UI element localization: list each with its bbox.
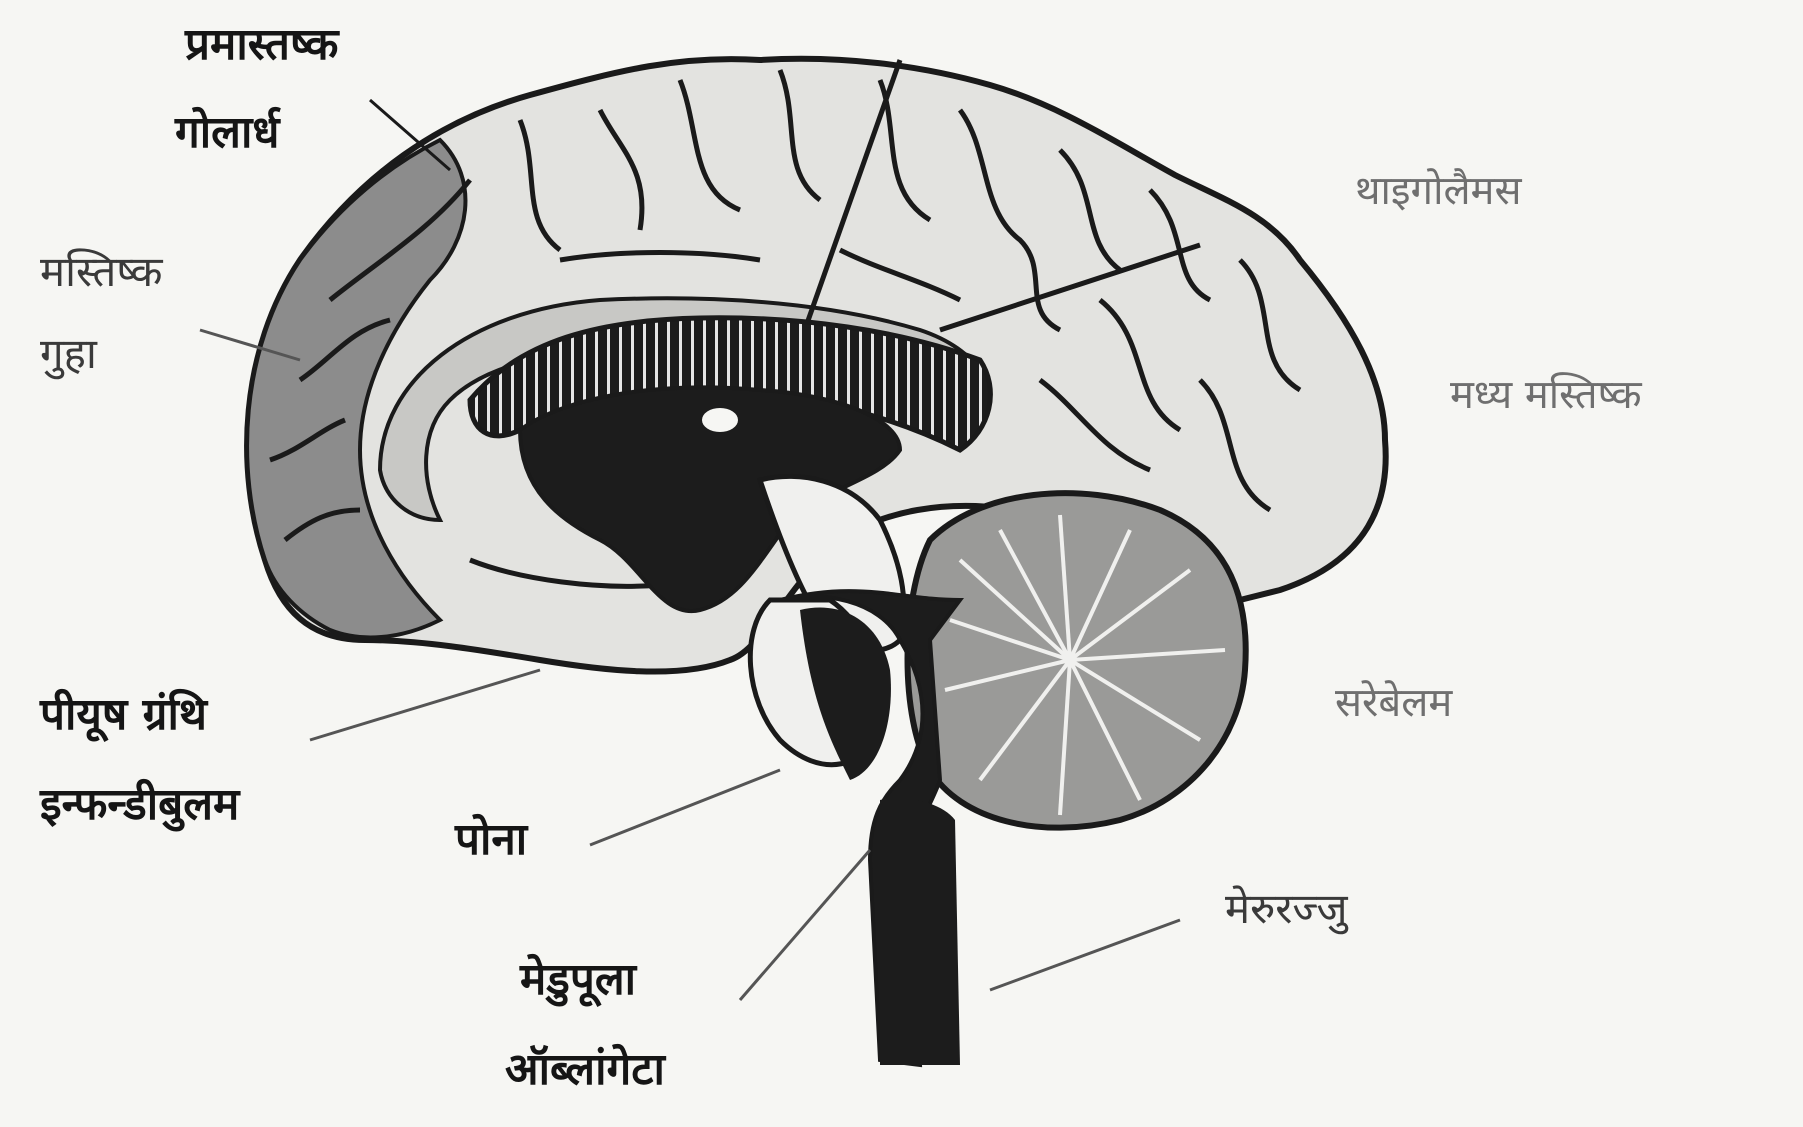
label-cerebral-hemisphere-2: गोलार्ध [175, 108, 279, 159]
label-medulla-1: मेडुपूला [520, 955, 636, 1006]
label-cerebellum: सरेबेलम [1335, 680, 1452, 726]
label-midbrain: मध्य मस्तिष्क [1450, 372, 1642, 418]
label-brain-cavity-2: गुहा [40, 330, 97, 378]
label-pituitary-1: पीयूष ग्रंथि [40, 690, 207, 741]
ventricle-highlight [702, 408, 738, 432]
label-pituitary-2: इन्फन्डीबुलम [40, 780, 239, 831]
label-pons: पोना [455, 815, 527, 866]
label-medulla-2: ऑब्लांगेटा [505, 1045, 665, 1096]
label-cerebral-hemisphere-1: प्रमास्तष्क [185, 20, 338, 71]
label-brain-cavity-1: मस्तिष्क [40, 248, 163, 296]
spinal-cord-body [880, 798, 960, 1065]
label-thalamus: थाइगोलैमस [1355, 168, 1522, 214]
label-spinal-cord: मेरुरज्जु [1225, 885, 1348, 933]
